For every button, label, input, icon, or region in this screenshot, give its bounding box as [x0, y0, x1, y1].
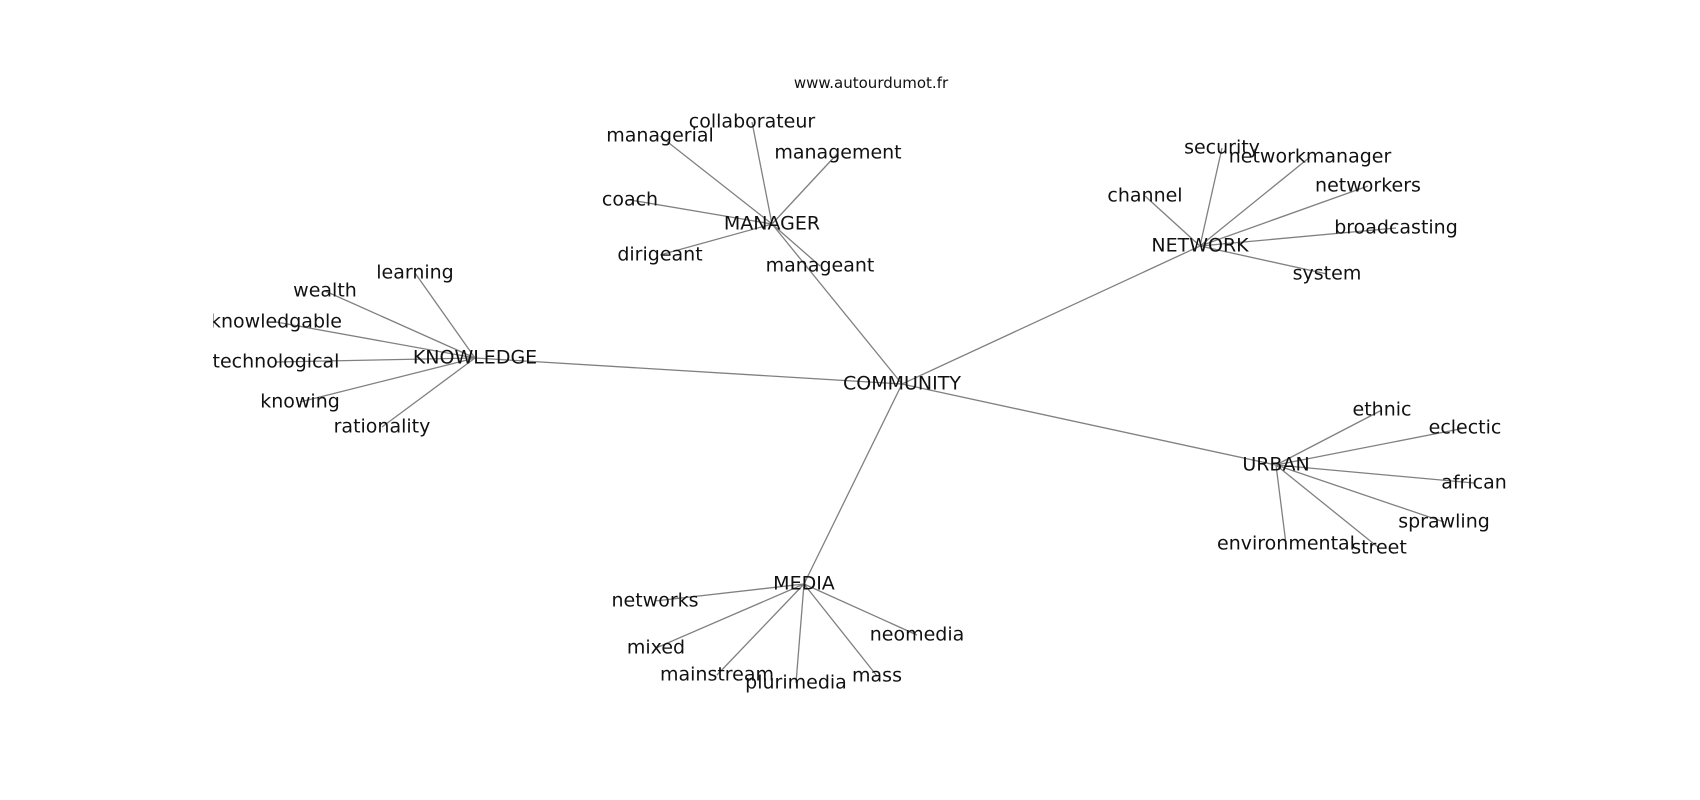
- leaf-node-rationality: rationality: [334, 416, 431, 438]
- source-url: www.autourdumot.fr: [794, 74, 949, 92]
- leaf-node-mass: mass: [852, 665, 902, 687]
- leaf-node-african: african: [1441, 472, 1507, 494]
- edge-knowledge-rationality: [381, 357, 476, 428]
- edge-knowledge-knowledgable: [275, 321, 476, 359]
- edge-urban-street: [1275, 464, 1380, 549]
- edge-knowledge-knowing: [299, 357, 476, 403]
- leaf-node-management: management: [774, 142, 901, 164]
- leaf-node-technological: technological: [213, 351, 340, 373]
- edge-manager-manageant: [771, 223, 821, 267]
- edge-urban-eclectic: [1275, 427, 1466, 466]
- leaf-node-coach: coach: [602, 189, 658, 211]
- edge-manager-collaborateur: [751, 121, 773, 225]
- hub-node-manager: MANAGER: [724, 213, 820, 235]
- edge-urban-ethnic: [1275, 409, 1383, 466]
- leaf-node-system: system: [1293, 263, 1362, 285]
- leaf-node-channel: channel: [1107, 185, 1182, 207]
- edge-community-urban: [901, 383, 1277, 466]
- leaf-node-networkmanager: networkmanager: [1229, 146, 1392, 168]
- edge-manager-managerial: [659, 135, 773, 225]
- graph-edges: [275, 121, 1475, 684]
- hub-node-network: NETWORK: [1151, 235, 1249, 257]
- edge-urban-environmental: [1275, 464, 1287, 545]
- leaf-node-manageant: manageant: [766, 255, 875, 277]
- edge-urban-sprawling: [1275, 464, 1445, 523]
- edge-community-network: [901, 245, 1201, 385]
- center-node-community: COMMUNITY: [843, 373, 961, 395]
- edge-knowledge-technological: [275, 357, 476, 363]
- hub-node-knowledge: KNOWLEDGE: [413, 347, 537, 369]
- edge-media-networks: [654, 583, 805, 602]
- edge-knowledge-learning: [414, 272, 476, 359]
- edge-media-mass: [803, 583, 878, 677]
- edge-community-manager: [771, 223, 903, 385]
- leaf-node-environmental: environmental: [1217, 533, 1355, 555]
- leaf-node-managerial: managerial: [606, 125, 714, 147]
- edge-manager-coach: [629, 199, 773, 225]
- leaf-node-street: street: [1351, 537, 1407, 559]
- edge-community-media: [803, 383, 903, 585]
- leaf-node-wealth: wealth: [293, 280, 357, 302]
- leaf-node-neomedia: neomedia: [870, 624, 965, 646]
- edge-network-system: [1199, 245, 1328, 275]
- hub-node-urban: URBAN: [1242, 454, 1309, 476]
- leaf-node-plurimedia: plurimedia: [745, 672, 847, 694]
- edge-community-knowledge: [474, 357, 903, 385]
- leaf-node-dirigeant: dirigeant: [617, 244, 702, 266]
- leaf-node-sprawling: sprawling: [1398, 511, 1490, 533]
- leaf-node-security: security: [1184, 137, 1260, 159]
- leaf-node-learning: learning: [376, 262, 454, 284]
- leaf-node-knowledgable: knowledgable: [210, 311, 342, 333]
- edge-media-plurimedia: [795, 583, 805, 684]
- edge-manager-management: [771, 152, 839, 225]
- edge-network-broadcasting: [1199, 227, 1397, 247]
- leaf-node-eclectic: eclectic: [1429, 417, 1502, 439]
- edge-network-security: [1199, 147, 1223, 247]
- leaf-node-networkers: networkers: [1315, 175, 1421, 197]
- leaf-node-collaborateur: collaborateur: [689, 111, 816, 133]
- leaf-node-mixed: mixed: [627, 637, 685, 659]
- leaf-node-networks: networks: [611, 590, 698, 612]
- edge-urban-african: [1275, 464, 1475, 484]
- edge-network-networkers: [1199, 185, 1369, 247]
- edge-knowledge-wealth: [324, 290, 476, 359]
- leaf-node-broadcasting: broadcasting: [1334, 217, 1458, 239]
- leaf-node-ethnic: ethnic: [1353, 399, 1412, 421]
- edge-network-networkmanager: [1199, 156, 1311, 247]
- leaf-node-mainstream: mainstream: [660, 664, 774, 686]
- hub-node-media: MEDIA: [773, 573, 835, 595]
- edge-media-mixed: [655, 583, 805, 649]
- edge-network-channel: [1144, 195, 1201, 247]
- leaf-node-knowing: knowing: [260, 391, 340, 413]
- edge-media-neomedia: [803, 583, 918, 636]
- edge-manager-dirigeant: [659, 223, 773, 256]
- edge-media-mainstream: [716, 583, 805, 676]
